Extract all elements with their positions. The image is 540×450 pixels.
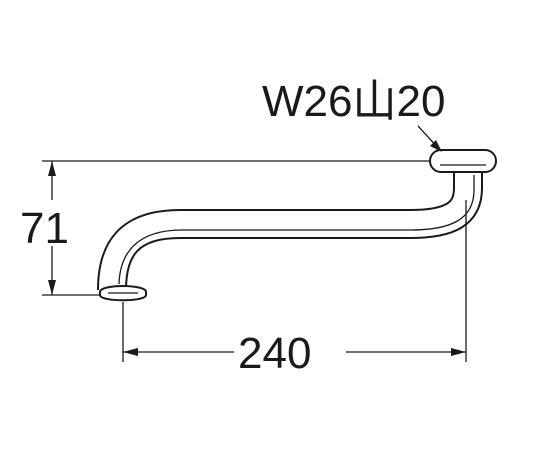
outlet-nozzle <box>99 285 147 302</box>
spout-pipe <box>97 168 483 291</box>
inlet-nut <box>429 149 497 173</box>
height-dimension <box>28 160 430 296</box>
length-dimension-label: 240 <box>238 329 311 378</box>
thread-spec-label: W26山20 <box>262 77 445 126</box>
height-dimension-label: 71 <box>20 204 69 253</box>
length-dimension <box>122 200 467 374</box>
thread-spec-leader <box>417 125 442 152</box>
